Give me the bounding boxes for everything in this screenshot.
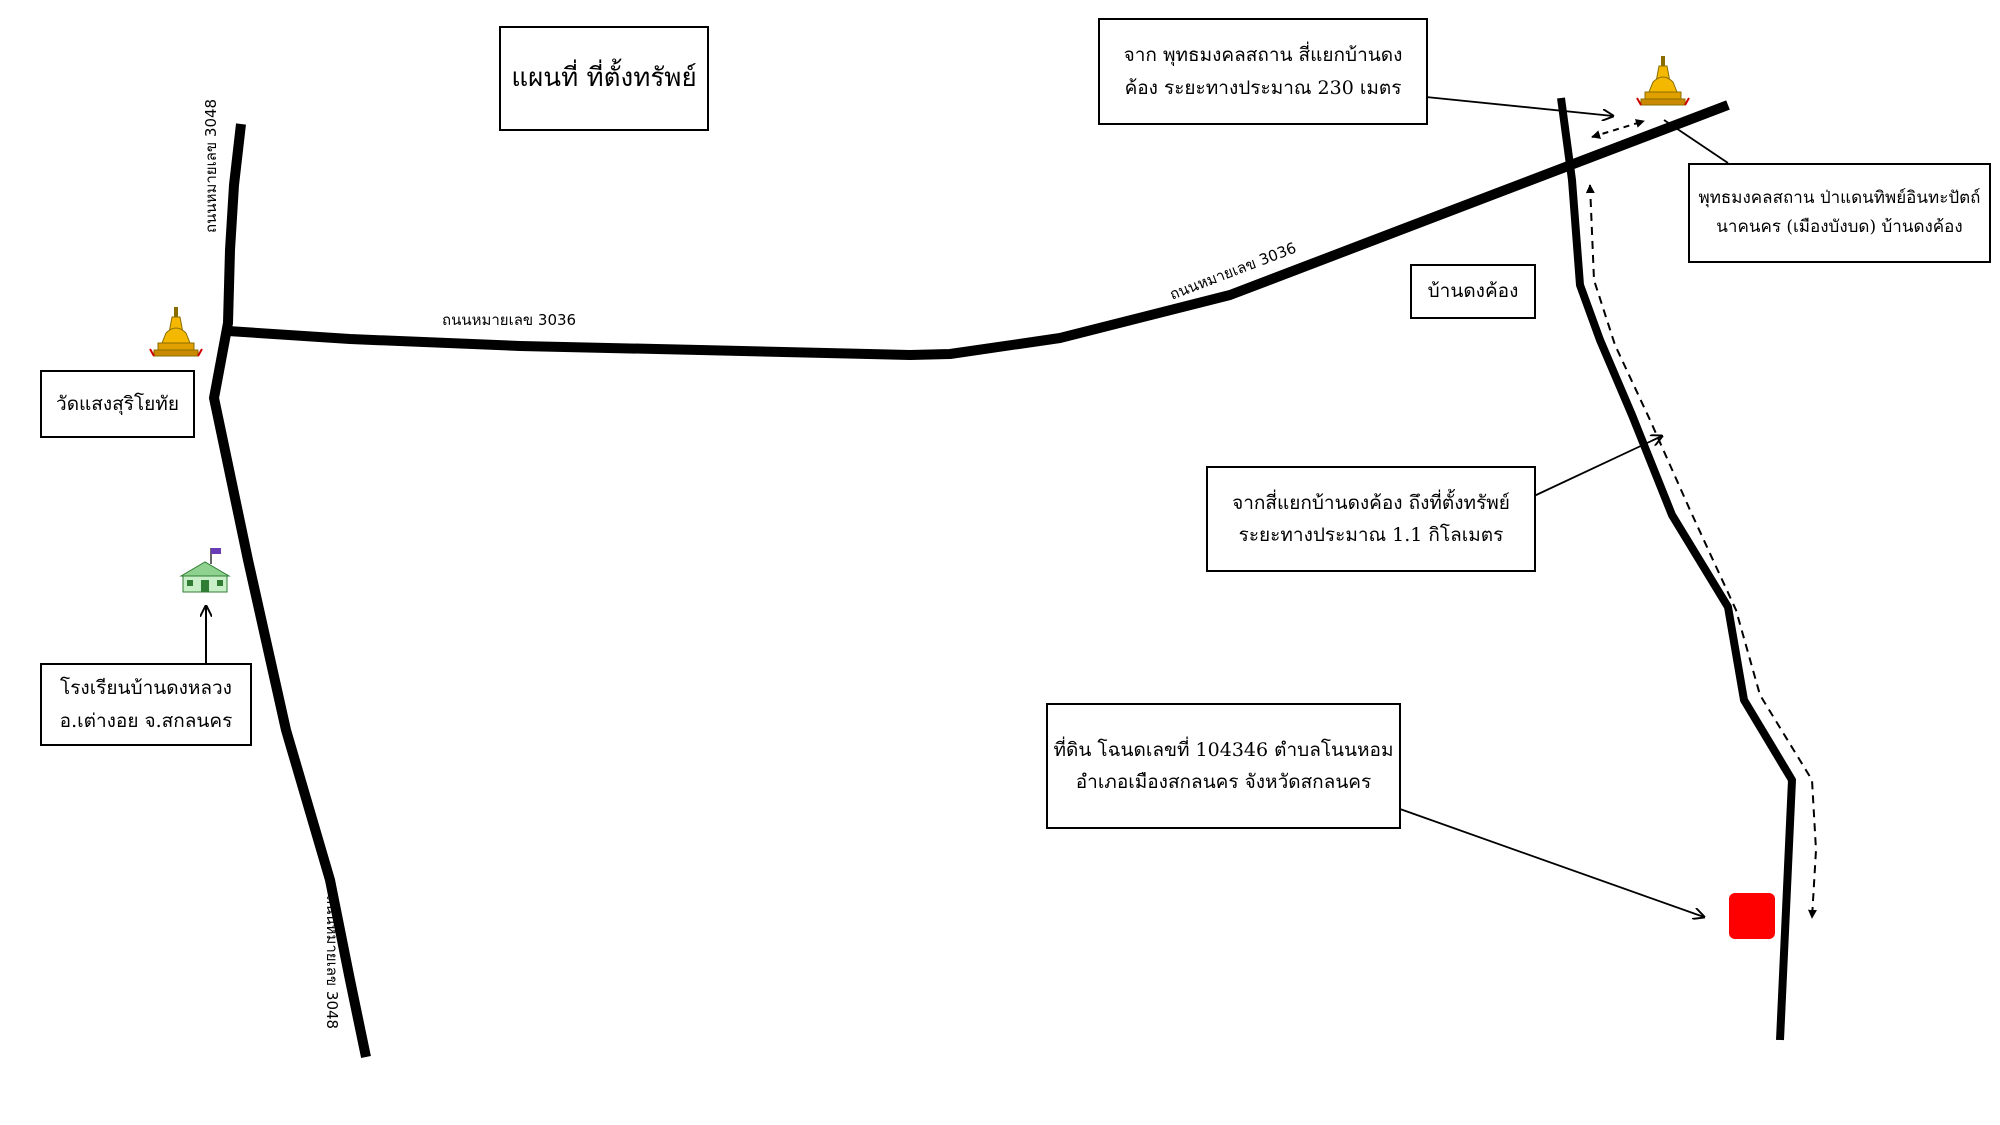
temple-distance-dashed xyxy=(1591,119,1645,139)
temple-stupa-icon xyxy=(1636,56,1690,106)
callout-land-line1: ที่ดิน โฉนดเลขที่ 104346 ตำบลโนนหอม xyxy=(1053,738,1394,761)
buddha-park-line1: พุทธมงคลสถาน ป่าแดนทิพย์อินทะปัตถ์ xyxy=(1698,188,1981,209)
callout-temple-distance: จาก พุทธมงคลสถาน สี่แยกบ้านดง ค้อง ระยะท… xyxy=(1098,18,1428,125)
village-label-ban-dong-kong: บ้านดงค้อง xyxy=(1410,264,1536,319)
road-label-3036-west: ถนนหมายเลข 3036 xyxy=(442,311,577,329)
village-label-text: บ้านดงค้อง xyxy=(1427,280,1519,303)
callout-mid-line2: ระยะทางประมาณ 1.1 กิโลเมตร xyxy=(1238,524,1504,546)
school-label-line2: อ.เต่างอย จ.สกลนคร xyxy=(59,709,233,732)
route-dashed-line xyxy=(1585,184,1818,919)
buddha-park-line2: นาคนคร (เมืองบังบด) บ้านดงค้อง xyxy=(1716,217,1963,237)
road-3048 xyxy=(209,123,371,1059)
road-3036 xyxy=(227,100,1730,360)
buddha-park-label: พุทธมงคลสถาน ป่าแดนทิพย์อินทะปัตถ์ นาคนค… xyxy=(1688,163,1991,263)
callout-top-line2: ค้อง ระยะทางประมาณ 230 เมตร xyxy=(1124,76,1402,99)
callout-land-deed: ที่ดิน โฉนดเลขที่ 104346 ตำบลโนนหอม อำเภ… xyxy=(1046,703,1401,829)
callout-route-distance: จากสี่แยกบ้านดงค้อง ถึงที่ตั้งทรัพย์ ระย… xyxy=(1206,466,1536,572)
temple-stupa-icon xyxy=(149,307,203,357)
callout-mid-line1: จากสี่แยกบ้านดงค้อง ถึงที่ตั้งทรัพย์ xyxy=(1232,491,1510,514)
road-label-3048-north: ถนนหมายเลข 3048 xyxy=(202,98,220,233)
school-label: โรงเรียนบ้านดงหลวง อ.เต่างอย จ.สกลนคร xyxy=(40,663,252,746)
leader-land-callout xyxy=(1399,808,1704,917)
road-label-3048-south: ถนนหมายเลข 3048 xyxy=(323,895,341,1030)
map-title: แผนที่ ที่ตั้งทรัพย์ xyxy=(499,26,709,131)
school-label-line1: โรงเรียนบ้านดงหลวง xyxy=(60,677,232,700)
temple-label-wat-saeng: วัดแสงสุริโยทัย xyxy=(40,370,195,438)
leader-mid-callout xyxy=(1533,436,1662,497)
school-building-icon xyxy=(179,548,231,593)
leader-top-callout xyxy=(1425,96,1613,116)
temple-label-text: วัดแสงสุริโยทัย xyxy=(56,392,179,415)
property-marker-icon xyxy=(1729,893,1775,939)
callout-top-line1: จาก พุทธมงคลสถาน สี่แยกบ้านดง xyxy=(1123,44,1403,67)
leader-buddha-park xyxy=(1663,119,1729,164)
map-title-text: แผนที่ ที่ตั้งทรัพย์ xyxy=(511,63,697,94)
callout-land-line2: อำเภอเมืองสกลนคร จังหวัดสกลนคร xyxy=(1075,771,1372,793)
